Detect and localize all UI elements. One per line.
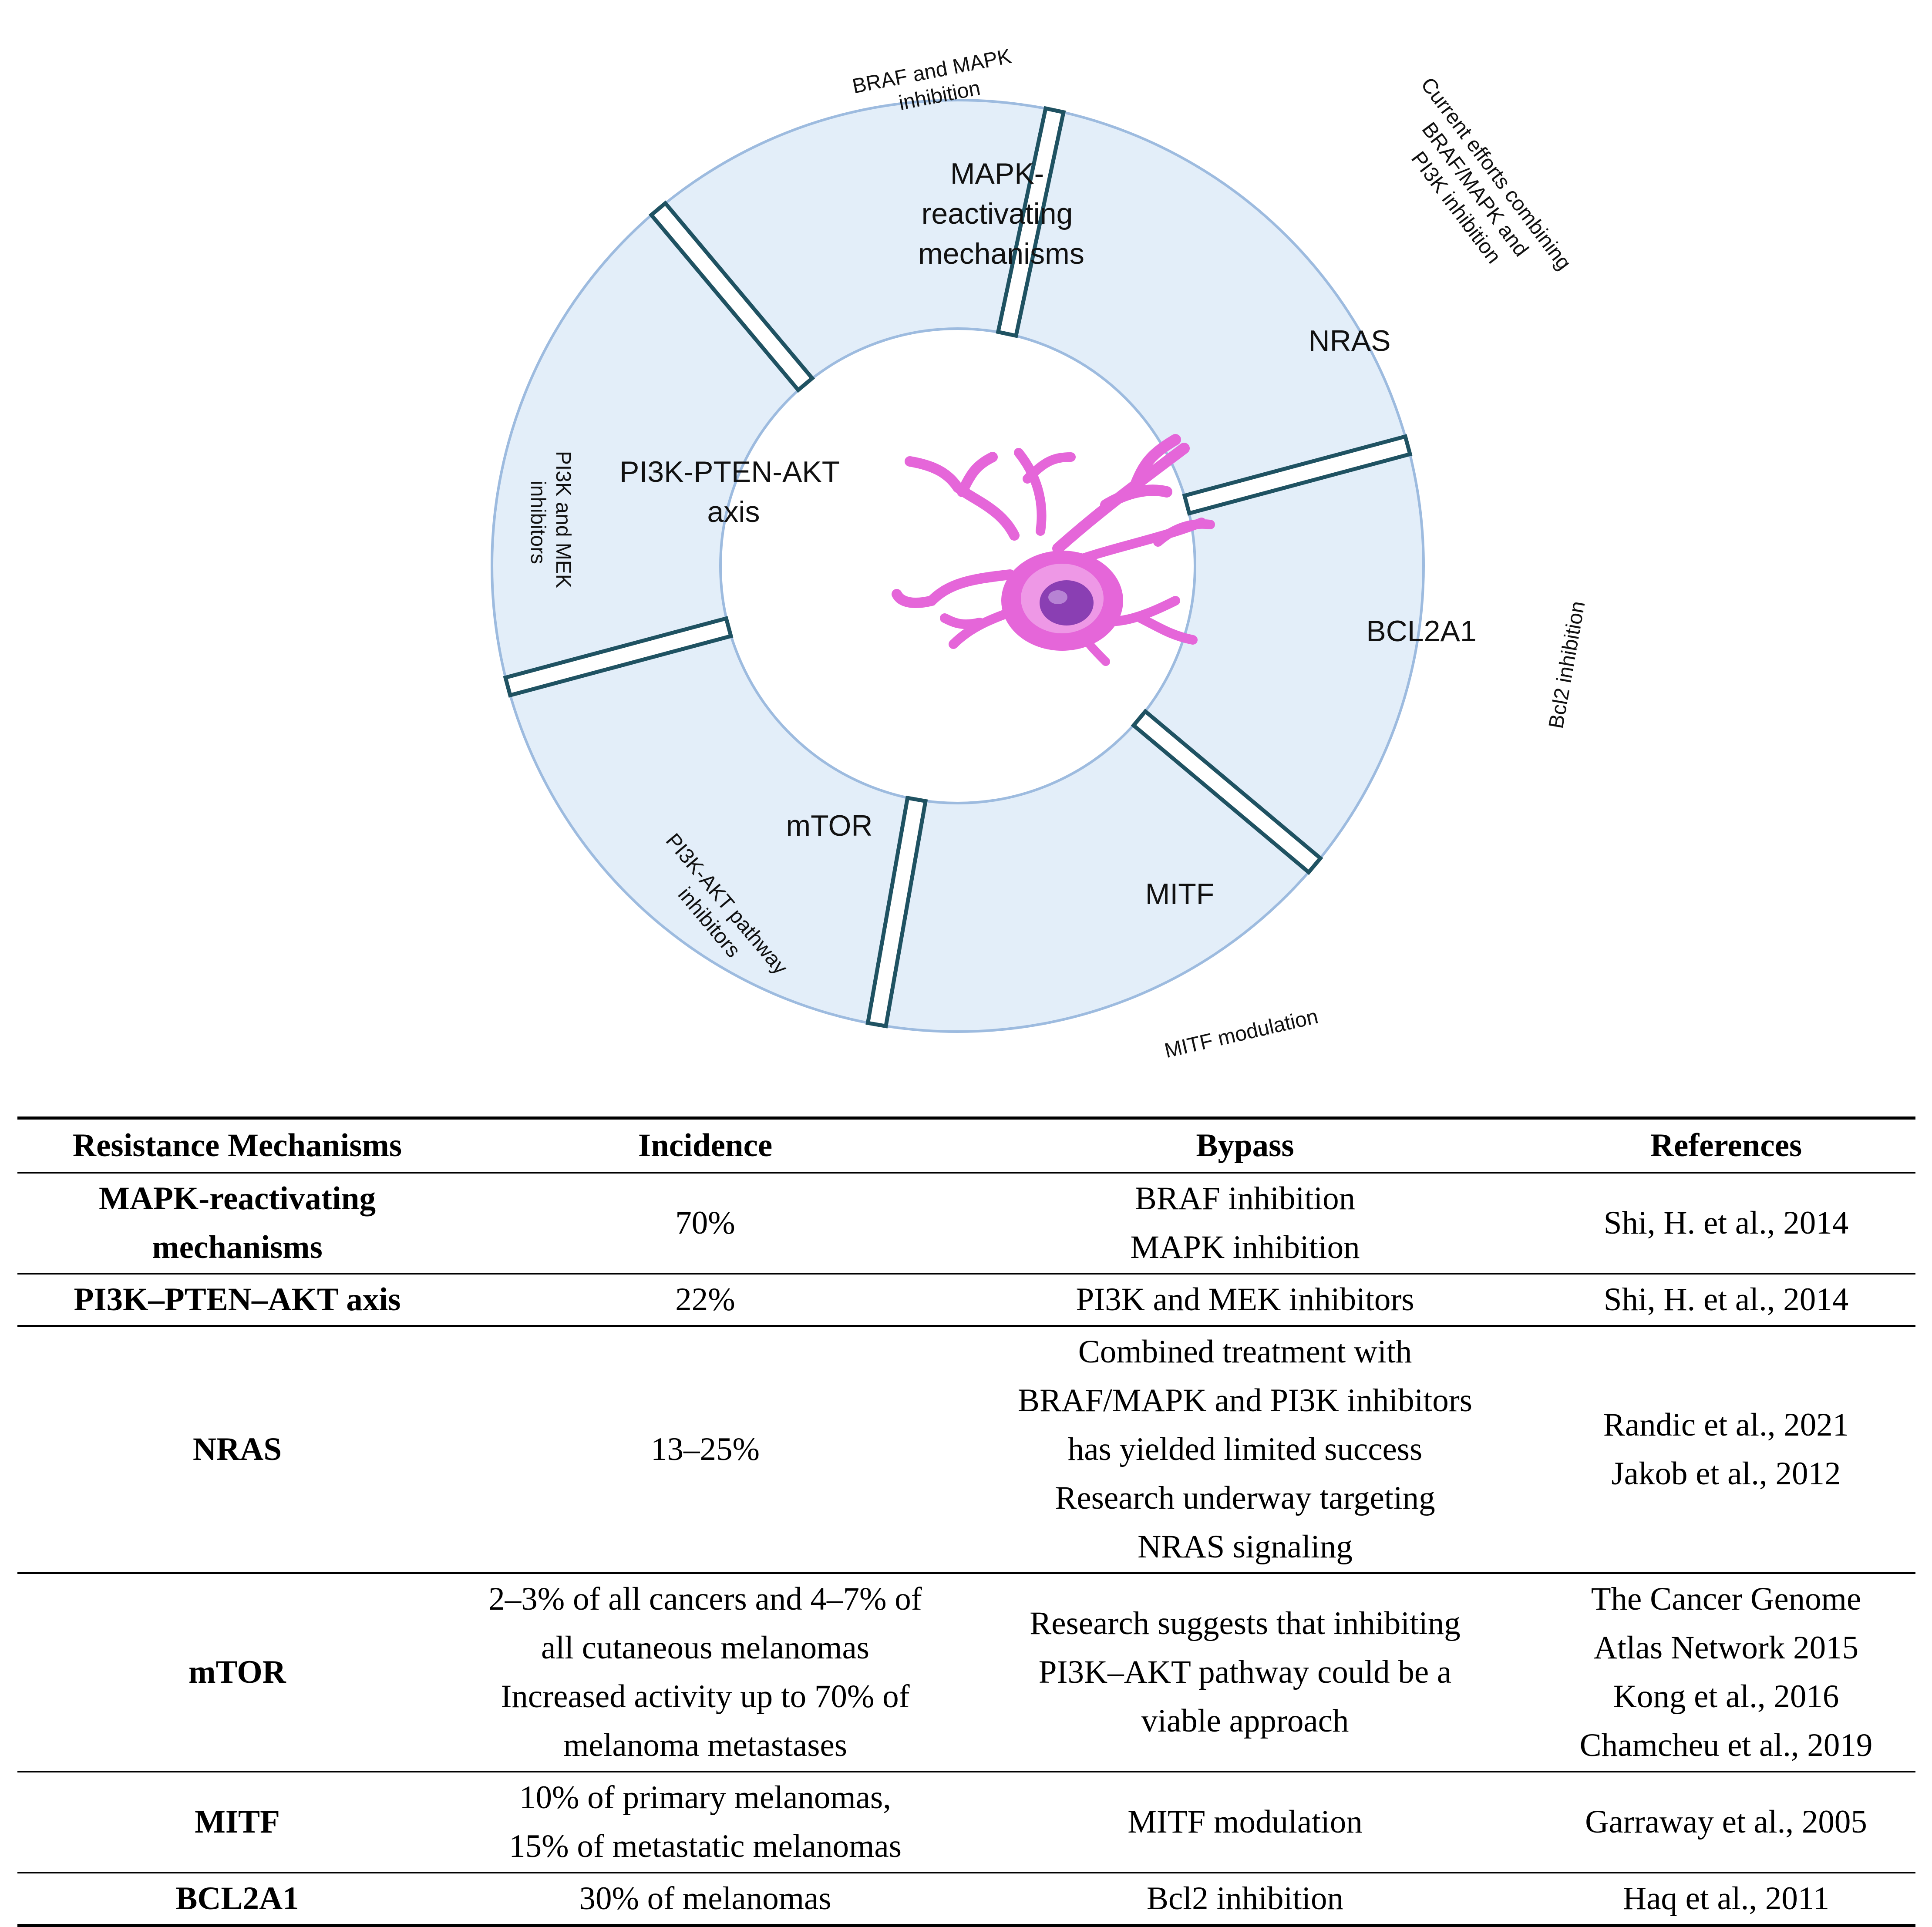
cell-line: PI3K–PTEN–AKT axis	[74, 1281, 401, 1318]
cell-line: 30% of melanomas	[579, 1880, 831, 1917]
outer-label-pi3k-mek: PI3K and MEK inhibitors	[526, 451, 575, 594]
cell-line: BCL2A1	[175, 1880, 299, 1917]
cell-line: Chamcheu et al., 2019	[1579, 1727, 1873, 1763]
segment-divider	[503, 616, 734, 698]
incidence-cell: 10% of primary melanomas, 15% of metastat…	[457, 1772, 953, 1873]
cell-line: Haq et al., 2011	[1622, 1880, 1830, 1917]
cell-line: 22%	[675, 1281, 735, 1318]
cell-line: Randic et al., 2021	[1603, 1407, 1849, 1443]
mechanism-cell: PI3K–PTEN–AKT axis	[17, 1274, 457, 1326]
table-row: PI3K–PTEN–AKT axis 22% PI3K and MEK inhibi…	[17, 1274, 1915, 1326]
segment-label-pi3k-pten-akt: PI3K-PTEN-AKT axis	[619, 455, 848, 528]
header-references: References	[1650, 1127, 1802, 1164]
cell-line: MAPK-reactivating	[99, 1180, 376, 1217]
cell-line: PI3K and MEK inhibitors	[1076, 1281, 1414, 1318]
segment-label-bcl2a1: BCL2A1	[1366, 615, 1476, 648]
cell-line: Increased activity up to 70% of	[501, 1678, 910, 1715]
references-cell: Haq et al., 2011	[1537, 1873, 1915, 1926]
segment-label-nras: NRAS	[1309, 324, 1391, 357]
segment-label-mapk: MAPK- reactivating mechanisms	[918, 157, 1084, 270]
outer-label-combining: Current efforts combining BRAF/MAPK and …	[1374, 73, 1579, 310]
segment-label-mitf: MITF	[1145, 878, 1215, 911]
cell-line: Shi, H. et al., 2014	[1603, 1205, 1849, 1241]
references-cell: Shi, H. et al., 2014	[1537, 1173, 1915, 1274]
references-cell: Shi, H. et al., 2014	[1537, 1274, 1915, 1326]
segment-divider	[1131, 708, 1323, 875]
cell-line: melanoma metastases	[563, 1727, 847, 1763]
header-bypass: Bypass	[1196, 1127, 1294, 1164]
references-cell: Garraway et al., 2005	[1537, 1772, 1915, 1873]
outer-label-bcl2: Bcl2 inhibition	[1545, 599, 1590, 730]
table-row: MAPK-reactivating mechanisms 70% BRAF inhib…	[17, 1173, 1915, 1274]
ring-inner	[719, 327, 1196, 804]
incidence-cell: 22%	[457, 1274, 953, 1326]
incidence-cell: 70%	[457, 1173, 953, 1274]
table-row: BCL2A1 30% of melanomas Bcl2 inhibition Haq…	[17, 1873, 1915, 1926]
cell-line: 10% of primary melanomas,	[519, 1779, 891, 1816]
header-resistance-mechanisms: Resistance Mechanisms	[72, 1127, 402, 1164]
cell-line: BRAF/MAPK and PI3K inhibitors	[1018, 1382, 1472, 1419]
cell-line: Combined treatment with	[1078, 1334, 1412, 1370]
resistance-mechanisms-table: Resistance Mechanisms Incidence Bypass R…	[17, 1117, 1915, 1927]
incidence-cell: 13–25%	[457, 1326, 953, 1573]
segment-divider	[996, 106, 1066, 338]
mechanism-cell: mTOR	[17, 1573, 457, 1772]
bypass-cell: PI3K and MEK inhibitors	[953, 1274, 1537, 1326]
mechanism-cell: MAPK-reactivating mechanisms	[17, 1173, 457, 1274]
table-row: mTOR 2–3% of all cancers and 4–7% of all c…	[17, 1573, 1915, 1772]
cell-line: has yielded limited success	[1067, 1431, 1423, 1467]
cell-line: all cutaneous melanomas	[541, 1630, 869, 1666]
cell-line: NRAS	[192, 1431, 282, 1467]
resistance-wheel-diagram: MAPK- reactivating mechanisms NRAS BCL2A…	[491, 45, 1590, 1063]
segment-divider	[648, 200, 815, 393]
cell-line: Research suggests that inhibiting	[1030, 1605, 1461, 1641]
cell-line: MAPK inhibition	[1130, 1229, 1360, 1265]
cell-line: 15% of metastatic melanomas	[509, 1828, 902, 1864]
incidence-cell: 2–3% of all cancers and 4–7% of all cutan…	[457, 1573, 953, 1772]
mechanism-cell: NRAS	[17, 1326, 457, 1573]
cell-line: MITF	[195, 1804, 280, 1840]
cell-line: Shi, H. et al., 2014	[1603, 1281, 1849, 1318]
table-header-row: Resistance Mechanisms Incidence Bypass R…	[17, 1118, 1915, 1173]
cell-line: Bcl2 inhibition	[1146, 1880, 1344, 1917]
cell-line: 2–3% of all cancers and 4–7% of	[488, 1581, 922, 1617]
cell-line: mechanisms	[152, 1229, 323, 1265]
ring-dividers	[503, 106, 1413, 1029]
cell-line: 13–25%	[651, 1431, 760, 1467]
segment-label-mtor: mTOR	[786, 809, 873, 842]
cell-line: MITF modulation	[1128, 1804, 1363, 1840]
cell-line: NRAS signaling	[1138, 1529, 1353, 1565]
table-row: MITF 10% of primary melanomas, 15% of meta…	[17, 1772, 1915, 1873]
cell-line: PI3K–AKT pathway could be a	[1038, 1654, 1452, 1690]
mechanism-cell: MITF	[17, 1772, 457, 1873]
cell-line: BRAF inhibition	[1134, 1180, 1356, 1217]
cell-line: The Cancer Genome	[1591, 1581, 1861, 1617]
bypass-cell: MITF modulation	[953, 1772, 1537, 1873]
mechanism-cell: BCL2A1	[17, 1873, 457, 1926]
segment-divider	[865, 795, 928, 1029]
cell-line: viable approach	[1141, 1703, 1349, 1739]
cell-line: mTOR	[188, 1654, 286, 1690]
cell-line: Atlas Network 2015	[1593, 1630, 1859, 1666]
cell-line: 70%	[675, 1205, 735, 1241]
melanocyte-cell-icon	[892, 434, 1215, 666]
segment-divider	[1182, 434, 1413, 516]
header-incidence: Incidence	[638, 1127, 773, 1164]
outer-label-mitf-modulation: MITF modulation	[1162, 1005, 1320, 1063]
cell-line: Jakob et al., 2012	[1611, 1456, 1841, 1492]
incidence-cell: 30% of melanomas	[457, 1873, 953, 1926]
cell-line: Kong et al., 2016	[1613, 1678, 1839, 1715]
bypass-cell: Bcl2 inhibition	[953, 1873, 1537, 1926]
cell-line: Garraway et al., 2005	[1585, 1804, 1867, 1840]
cell-line: Research underway targeting	[1055, 1480, 1435, 1516]
